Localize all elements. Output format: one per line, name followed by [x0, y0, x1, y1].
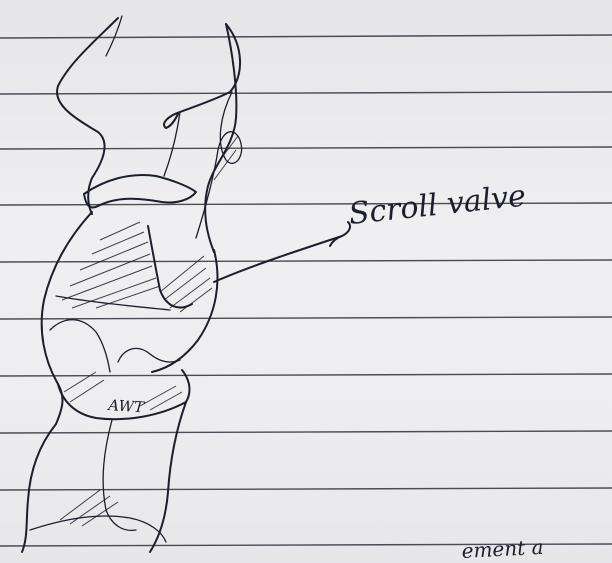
label-pointer-line [214, 222, 350, 282]
lower-left-lobe [50, 320, 110, 372]
rule-line [0, 35, 612, 38]
body-right-outline [152, 250, 217, 372]
lower-right-lobe [118, 348, 180, 362]
bottom-cut-text: ement a [461, 535, 544, 563]
lower-left-trunk [22, 424, 56, 552]
organ-outline [22, 16, 242, 552]
left-vessel-outer [57, 18, 118, 214]
scroll-valve-label: Scroll valve [347, 179, 527, 232]
ruled-lines [0, 35, 612, 546]
inner-fold [164, 112, 180, 176]
rule-line [0, 147, 612, 149]
rule-line [0, 488, 612, 490]
lower-inner-vessel [103, 420, 136, 530]
rule-line [0, 317, 612, 319]
rule-line [0, 431, 612, 433]
right-vessel-loops [196, 92, 242, 238]
rule-line [0, 92, 612, 94]
bottom-curve [30, 516, 166, 542]
awt-label: AWT [106, 396, 146, 417]
collar-band [84, 175, 196, 208]
rule-line [0, 260, 612, 262]
hatched-shading [60, 136, 238, 526]
